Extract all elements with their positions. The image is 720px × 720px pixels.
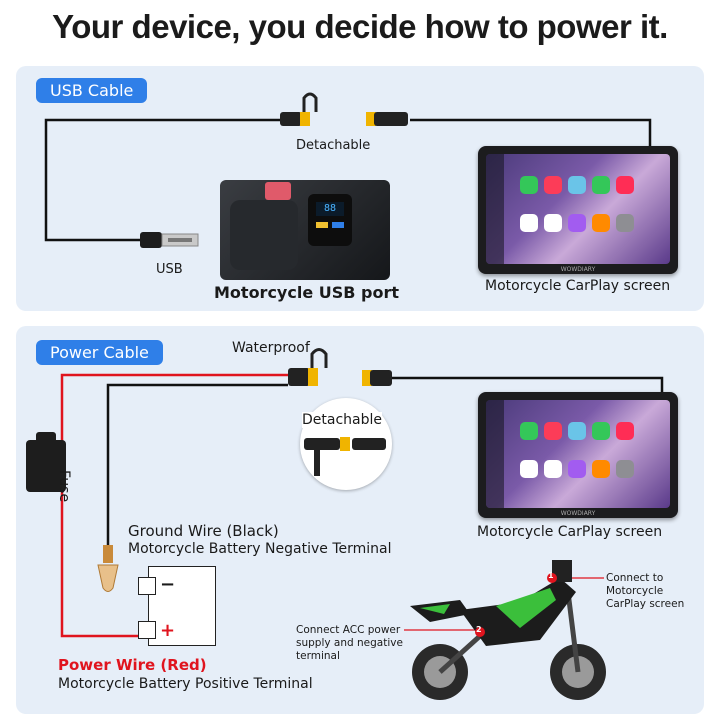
detachable-label-usb: Detachable [296, 138, 371, 153]
screen-brand: WOWDIARY [560, 266, 596, 273]
usb-label: USB [156, 262, 183, 277]
carplay-screen-label-power: Motorcycle CarPlay screen [477, 524, 663, 540]
usb-cable-tag: USB Cable [36, 78, 148, 103]
usb-port-photo: 88 [220, 180, 390, 280]
marker-1-label: 1 [548, 571, 554, 580]
callout-connect-screen: Connect to Motorcycle CarPlay screen [606, 572, 685, 610]
carplay-screen-power: WOWDIARY [478, 392, 678, 518]
battery-negative-terminal [138, 577, 156, 595]
power-wire-title: Power Wire (Red) [58, 656, 207, 674]
usb-plug [140, 232, 199, 248]
fuse-label: Fuse [56, 470, 72, 503]
marker-1 [547, 573, 557, 583]
power-wire-subtitle: Motorcycle Battery Positive Terminal [58, 676, 313, 692]
carplay-screen-label-usb: Motorcycle CarPlay screen [485, 278, 671, 294]
marker-2-label: 2 [476, 625, 482, 634]
marker-2 [475, 627, 485, 637]
minus-symbol: − [160, 574, 176, 595]
power-cable-tag: Power Cable [36, 340, 163, 365]
screen-brand-2: WOWDIARY [560, 510, 596, 517]
page-title: Your device, you decide how to power it. [52, 8, 668, 45]
detachable-label-power: Detachable [302, 412, 383, 428]
fuse-cap [36, 432, 56, 442]
usb-cable-wire [44, 118, 285, 242]
plus-symbol: + [160, 620, 176, 641]
voltage-display: 88 [316, 202, 344, 216]
usb-screen-wire [410, 118, 652, 150]
carplay-screen-usb: WOWDIARY [478, 146, 678, 274]
callout-connect-acc: Connect ACC power supply and negative te… [296, 624, 403, 662]
ground-wire-title: Ground Wire (Black) [128, 522, 279, 540]
battery [148, 566, 216, 646]
ground-wire-subtitle: Motorcycle Battery Negative Terminal [128, 541, 392, 557]
motorcycle-illustration [410, 560, 606, 700]
usb-port-label: Motorcycle USB port [214, 283, 400, 302]
fuse-holder [26, 440, 66, 492]
waterproof-label: Waterproof [232, 340, 310, 356]
battery-positive-terminal [138, 621, 156, 639]
detachable-connector-usb [280, 92, 408, 126]
